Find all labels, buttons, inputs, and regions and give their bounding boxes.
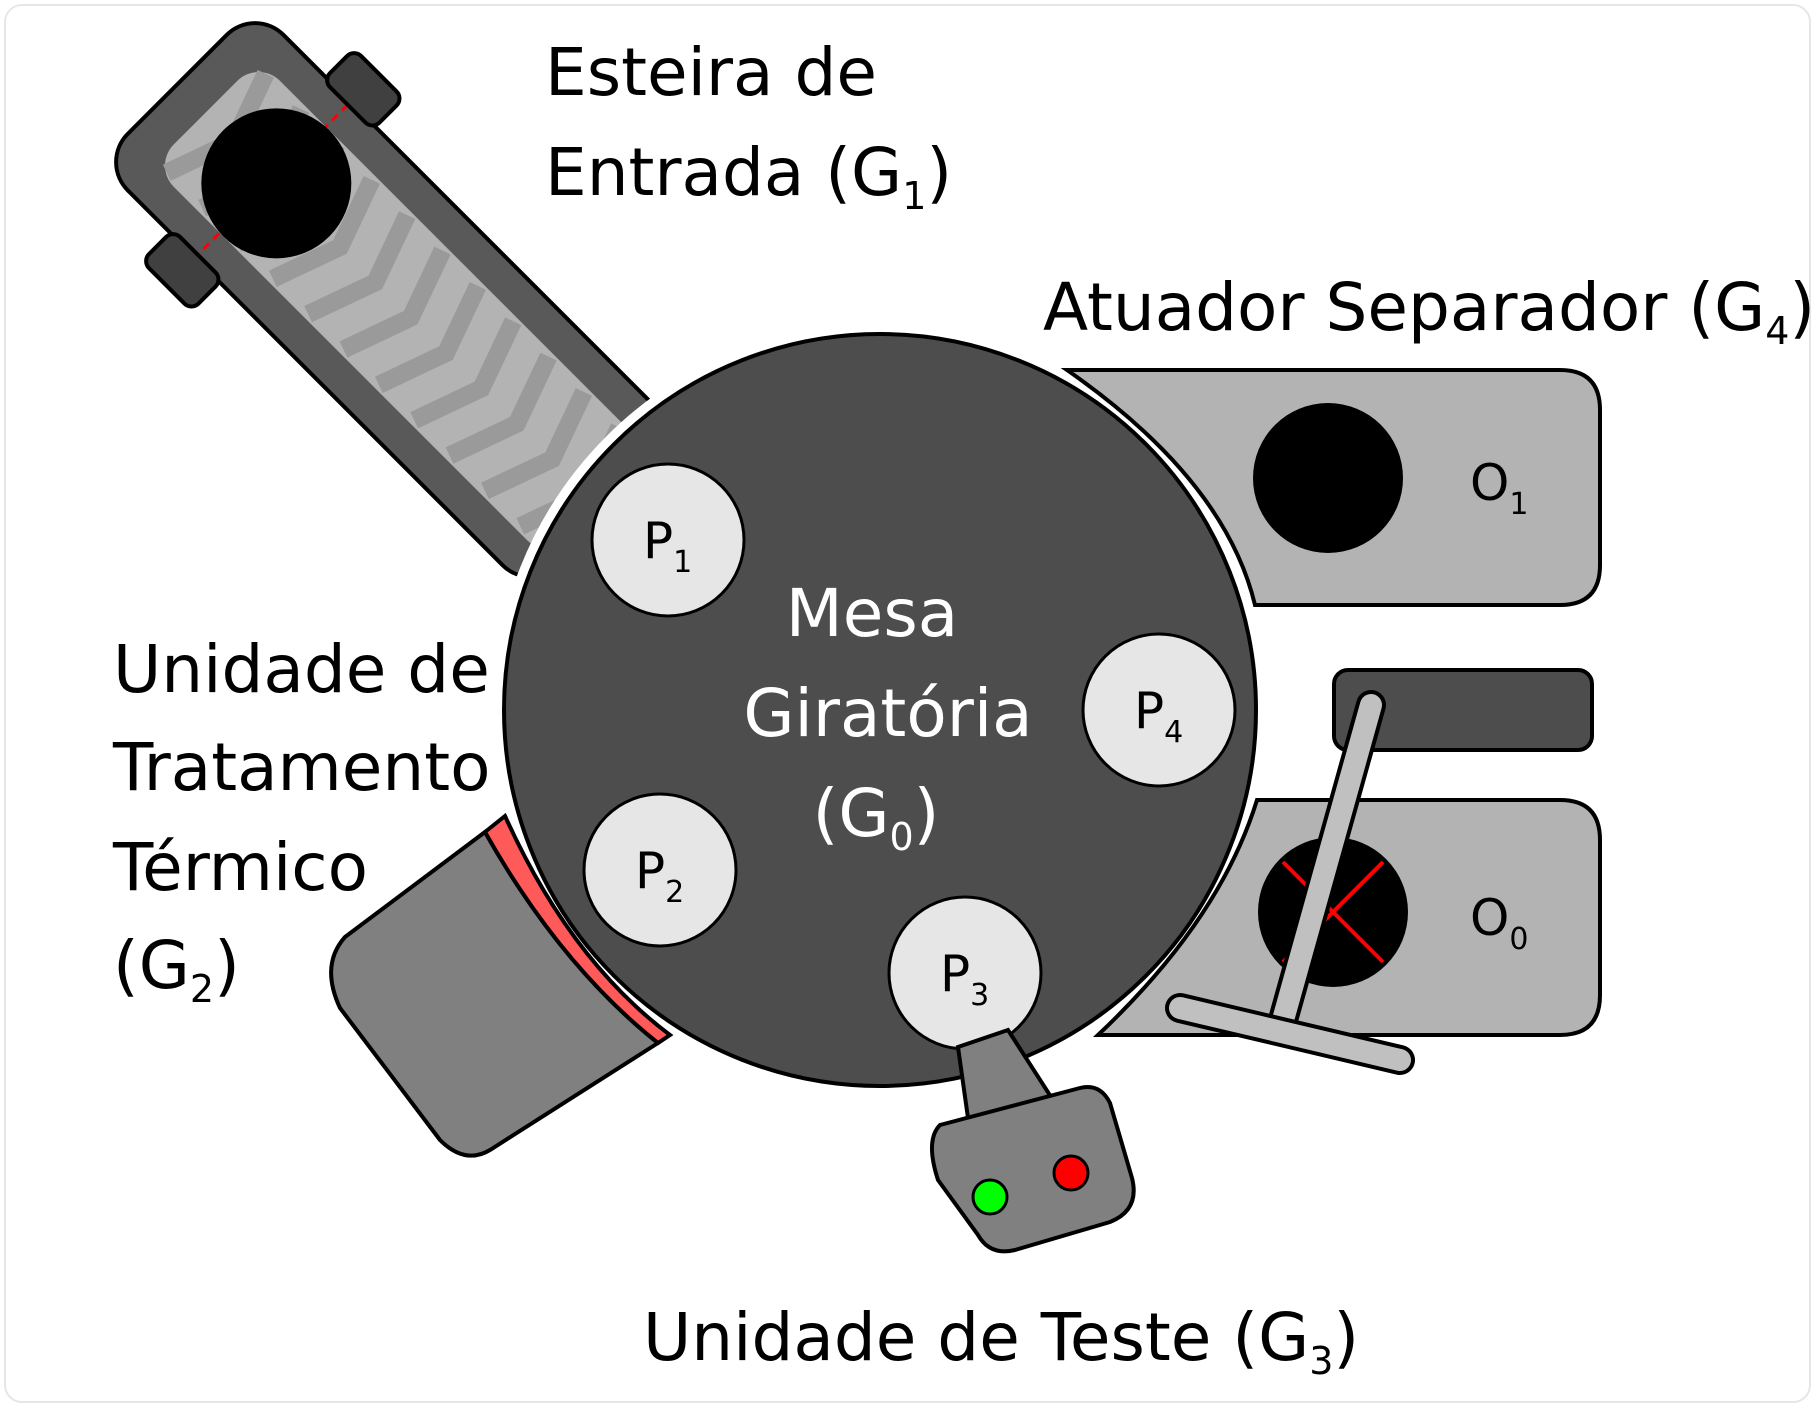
svg-text:Unidade de Teste (G3): Unidade de Teste (G3) xyxy=(643,1299,1359,1383)
position-p4: P4 xyxy=(1081,632,1237,788)
svg-text:O1: O1 xyxy=(1470,454,1528,522)
workpiece-icon xyxy=(1253,403,1403,553)
separator-label: Atuador Separador (G4) xyxy=(1043,269,1815,353)
svg-text:P1: P1 xyxy=(643,512,692,580)
svg-text:Entrada (G1): Entrada (G1) xyxy=(545,134,952,218)
svg-text:Giratória: Giratória xyxy=(743,675,1032,752)
test-unit xyxy=(930,1027,1136,1254)
svg-text:P4: P4 xyxy=(1134,682,1183,750)
workpiece-icon xyxy=(201,108,352,259)
position-p3: P3 xyxy=(887,895,1043,1051)
svg-text:(G2): (G2) xyxy=(113,927,240,1011)
conveyor-sensor-icon xyxy=(325,51,402,128)
svg-text:P3: P3 xyxy=(940,945,989,1013)
input-conveyor xyxy=(114,21,672,579)
thermal-label: Unidade de Tratamento Térmico (G2) xyxy=(112,631,491,1011)
svg-text:Mesa: Mesa xyxy=(786,575,958,652)
svg-text:Atuador Separador (G4): Atuador Separador (G4) xyxy=(1043,269,1815,353)
green-led-icon xyxy=(971,1178,1009,1216)
svg-text:Esteira de: Esteira de xyxy=(545,34,877,111)
conveyor-sensor-icon xyxy=(144,232,221,309)
position-p1: P1 xyxy=(590,462,746,618)
heater-strip-icon xyxy=(482,812,674,1046)
output-bin-o1: O1 xyxy=(1060,368,1602,607)
position-p2: P2 xyxy=(582,792,738,948)
svg-text:O0: O0 xyxy=(1470,889,1528,957)
red-led-icon xyxy=(1052,1154,1090,1192)
test-label: Unidade de Teste (G3) xyxy=(643,1299,1359,1383)
svg-text:Unidade de: Unidade de xyxy=(113,631,490,708)
svg-text:Térmico: Térmico xyxy=(112,829,368,906)
diagram-frame xyxy=(4,4,1811,1403)
svg-text:Tratamento: Tratamento xyxy=(112,729,491,806)
svg-text:P2: P2 xyxy=(635,842,684,910)
conveyor-label: Esteira de Entrada (G1) xyxy=(545,34,952,218)
svg-text:(G0): (G0) xyxy=(813,775,940,859)
table-label: Mesa Giratória (G0) xyxy=(743,575,1032,859)
separator-actuator xyxy=(1165,668,1594,1075)
thermal-unit xyxy=(329,812,674,1158)
